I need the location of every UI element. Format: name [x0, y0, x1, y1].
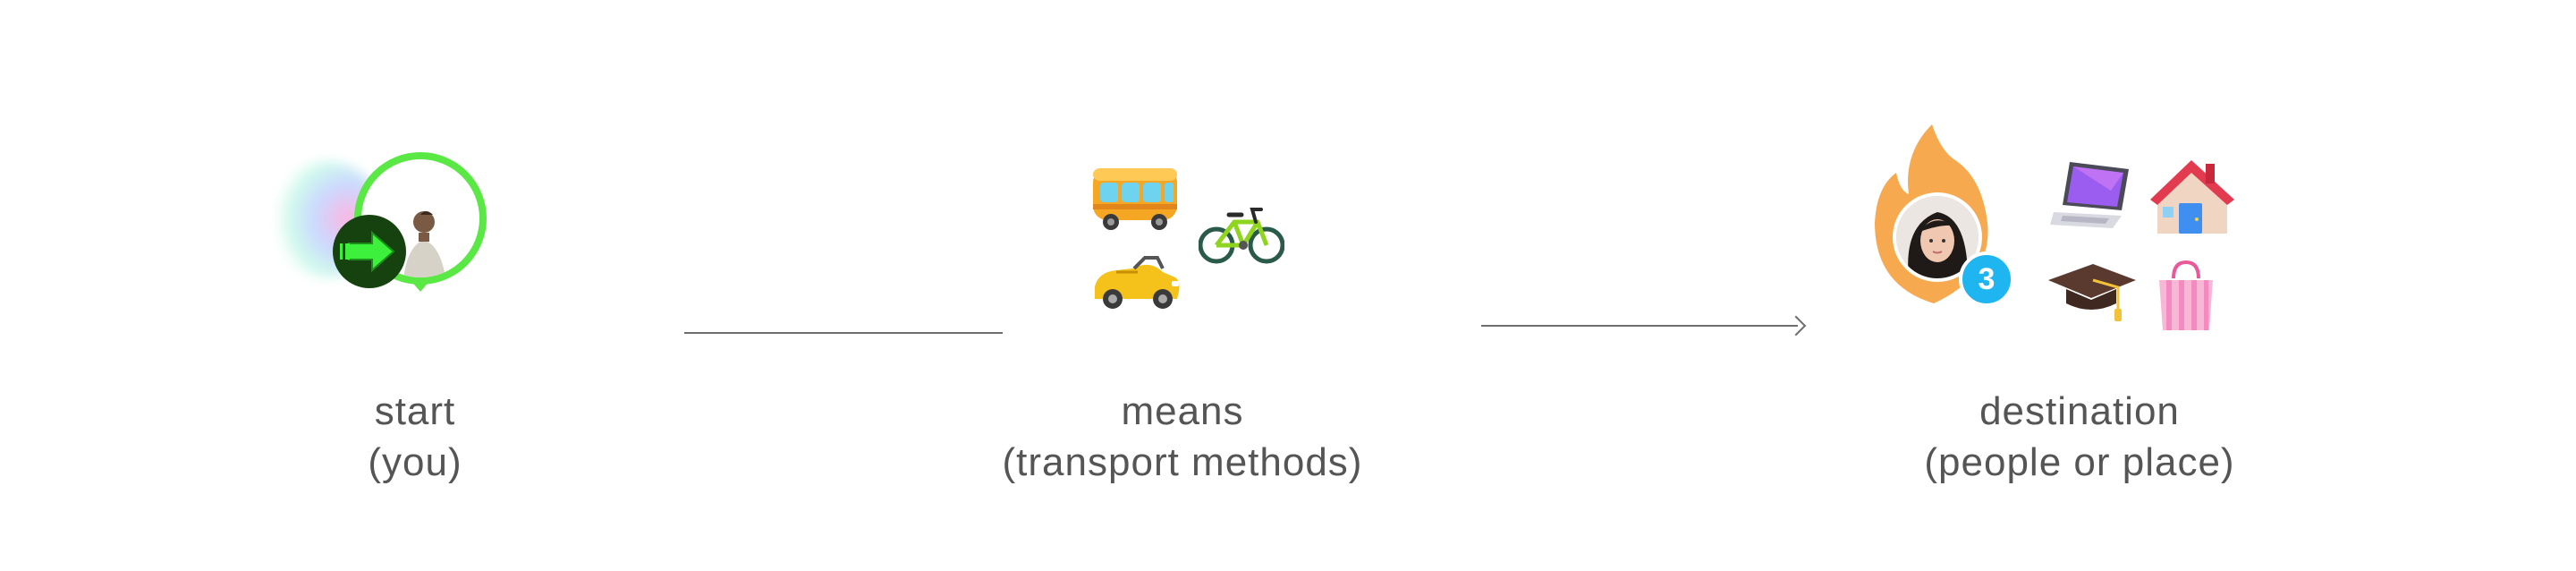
caption-destination-title: destination	[1979, 389, 2180, 433]
portrait-icon	[1896, 196, 1979, 278]
caption-destination: destination (people or place)	[1829, 386, 2330, 488]
destination-icon-group: 3	[1869, 121, 2245, 336]
caption-destination-subtitle: (people or place)	[1924, 440, 2235, 484]
go-badge-icon	[333, 215, 406, 288]
start-icon-group	[268, 143, 501, 304]
bus-icon	[1093, 168, 1177, 230]
go-arrow-icon	[340, 230, 395, 273]
caption-means: means (transport methods)	[950, 386, 1415, 488]
shopping-bag-icon	[2159, 260, 2213, 330]
bubble-tail-icon	[410, 279, 431, 292]
graduation-cap-icon	[2048, 264, 2136, 321]
caption-means-title: means	[1121, 389, 1244, 433]
means-icon-group	[1082, 152, 1297, 322]
person-avatar-icon	[1893, 192, 1982, 282]
count-badge: 3	[1959, 251, 2014, 307]
bicycle-icon	[1199, 208, 1284, 264]
connector-line-means-destination	[1481, 325, 1798, 327]
arrowhead-icon	[1785, 315, 1807, 337]
caption-start: start (you)	[326, 386, 504, 488]
caption-start-title: start	[374, 389, 456, 433]
convertible-car-icon	[1095, 256, 1180, 309]
caption-means-subtitle: (transport methods)	[1002, 440, 1363, 484]
caption-start-subtitle: (you)	[368, 440, 462, 484]
person-avatar-icon	[403, 211, 446, 277]
laptop-icon	[2050, 162, 2129, 228]
connector-line-start-means	[684, 332, 1003, 334]
house-icon	[2150, 160, 2234, 234]
